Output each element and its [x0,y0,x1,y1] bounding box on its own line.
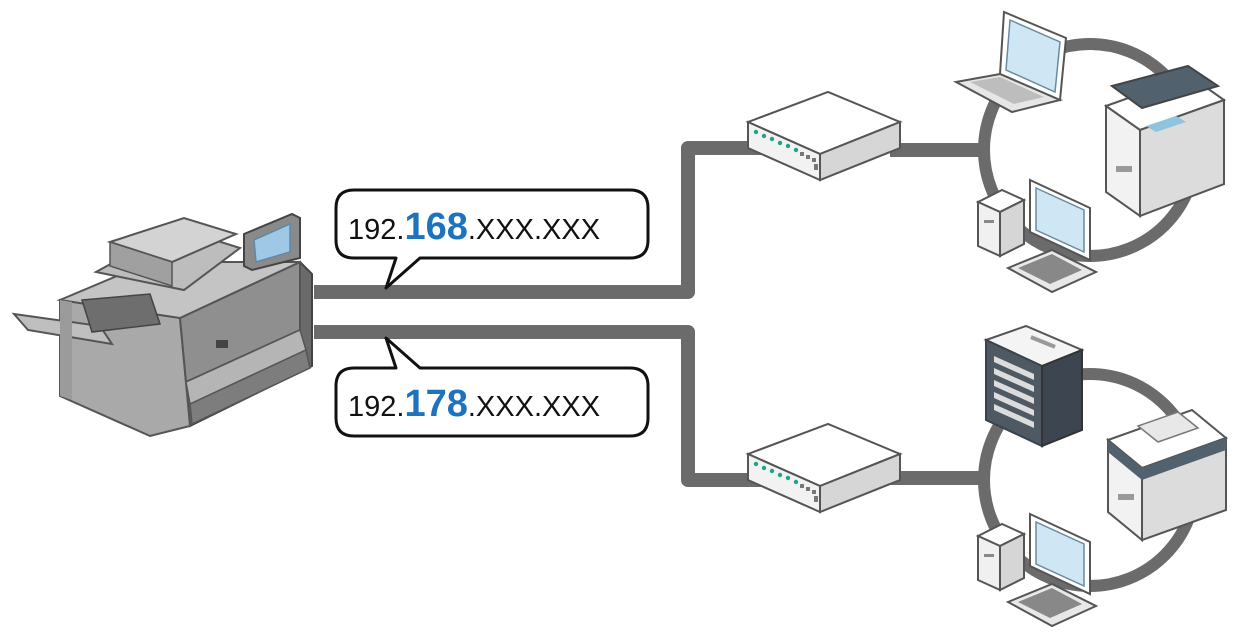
printer-icon [1107,409,1227,541]
network-hub-icon [747,423,901,513]
laptop-icon [955,11,1067,113]
ip-highlight: 178 [404,383,467,425]
ip-suffix: .XXX.XXX [468,391,600,423]
cables [314,141,988,487]
multifunction-printer-icon [11,212,313,438]
cable-network-2 [314,325,762,487]
ip-callout-network-1: 192.168.XXX.XXX [334,188,650,290]
network-hub-icon [747,91,901,181]
cable-network-1 [314,141,762,299]
ip-callout-network-2: 192.178.XXX.XXX [334,336,650,438]
ip-prefix: 192. [348,214,404,246]
ip-suffix: .XXX.XXX [468,214,600,246]
multifunction-printer-small-icon [1105,65,1225,217]
desktop-computer-icon [977,513,1097,627]
svg-text:192.168.XXX.XXX: 192.168.XXX.XXX [348,206,600,248]
svg-text:192.178.XXX.XXX: 192.178.XXX.XXX [348,383,600,425]
ip-highlight: 168 [404,206,467,248]
ip-prefix: 192. [348,391,404,423]
desktop-computer-icon [977,179,1097,293]
